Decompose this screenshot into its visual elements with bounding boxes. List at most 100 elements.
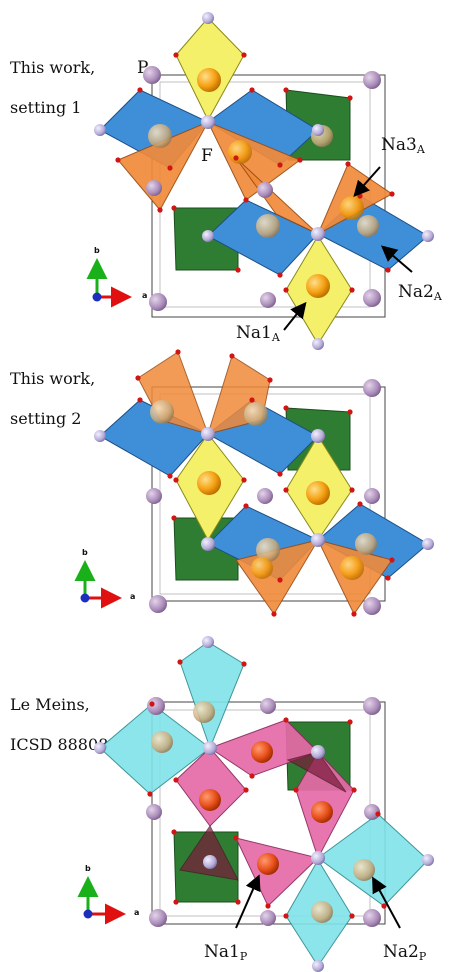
pink-tetrahedron — [179, 825, 239, 881]
f-atom — [94, 124, 106, 136]
axes-1 — [86, 258, 132, 308]
label-na3a-sub: A — [416, 143, 425, 156]
arrow-na1a — [283, 301, 307, 331]
na-atom — [228, 140, 252, 164]
cation-atom — [257, 488, 273, 504]
label-na2p-main: Na2 — [383, 942, 419, 962]
cation-atom — [149, 293, 167, 311]
axes-2 — [74, 560, 122, 609]
na-atom — [306, 481, 330, 505]
label-na1p-sub: P — [239, 950, 248, 963]
na-atom — [193, 701, 215, 723]
f-atom — [311, 429, 325, 443]
panel3-label-line2: ICSD 88808 — [10, 735, 109, 754]
panel2-label: This work, setting 2 — [10, 349, 95, 429]
na-atom — [306, 274, 330, 298]
f-atom — [201, 427, 215, 441]
axes-3 — [77, 876, 126, 925]
na-atom — [199, 789, 221, 811]
f-atom — [422, 854, 434, 866]
label-na1p-main: Na1 — [204, 942, 240, 962]
f-atom — [312, 960, 324, 972]
f-atom — [422, 230, 434, 242]
f-atom — [311, 227, 325, 241]
panel1-label-line2: setting 1 — [10, 98, 82, 117]
na-atom — [251, 741, 273, 763]
pink-tetrahedron — [235, 837, 320, 907]
cation-atom — [146, 804, 162, 820]
na-atom — [251, 557, 273, 579]
na-atom — [197, 471, 221, 495]
o-atoms — [115, 52, 395, 293]
f-atom — [202, 230, 214, 242]
f-atom — [311, 851, 325, 865]
f-atom — [94, 430, 106, 442]
orange-tetrahedron — [206, 121, 302, 201]
f-atom — [201, 537, 215, 551]
na-atom — [197, 68, 221, 92]
cation-atom — [260, 698, 276, 714]
arrow-na2p — [372, 876, 401, 929]
na-atom — [357, 215, 379, 237]
f-atom — [94, 742, 106, 754]
arrow-na1p — [235, 874, 261, 929]
na-atom — [340, 196, 364, 220]
label-na1p: Na1P — [204, 942, 247, 963]
f-atom — [202, 12, 214, 24]
label-p: P — [137, 58, 149, 78]
label-na3a: Na3A — [381, 135, 425, 156]
f-atom — [422, 538, 434, 550]
f-atom — [203, 741, 217, 755]
panel2-label-line2: setting 2 — [10, 409, 82, 428]
na-atom — [256, 214, 280, 238]
f-atom — [203, 855, 217, 869]
axis-b-label-3: b — [85, 864, 91, 873]
label-na1a-sub: A — [271, 331, 280, 344]
f-atom — [201, 115, 215, 129]
cation-atom — [149, 595, 167, 613]
label-na2p-sub: P — [418, 950, 427, 963]
cation-atom — [364, 488, 380, 504]
o-atoms — [135, 349, 395, 617]
cation-atom — [257, 182, 273, 198]
f-atom — [312, 338, 324, 350]
label-na2a: Na2A — [398, 282, 442, 303]
label-na3a-main: Na3 — [381, 135, 417, 155]
na-atom — [311, 901, 333, 923]
panel3-label: Le Meins, ICSD 88808 — [10, 675, 108, 755]
cation-atom — [364, 804, 380, 820]
cation-atom — [363, 379, 381, 397]
na-atom — [355, 533, 377, 555]
axis-b-label-2: b — [82, 548, 88, 557]
f-atom — [311, 745, 325, 759]
axis-a-label-3: a — [134, 908, 140, 917]
na-atom — [256, 538, 280, 562]
axis-b-label-1: b — [94, 246, 100, 255]
f-atom — [312, 124, 324, 136]
na-atom — [353, 859, 375, 881]
orange-tetrahedron — [235, 157, 319, 235]
label-na2a-main: Na2 — [398, 282, 434, 302]
pink-tetrahedron — [286, 751, 347, 793]
na-atom — [340, 556, 364, 580]
cation-atom — [363, 289, 381, 307]
cation-atom — [146, 488, 162, 504]
panel3-structure — [77, 636, 434, 972]
panel1-label: This work, setting 1 — [10, 38, 95, 118]
label-na2p: Na2P — [383, 942, 426, 963]
cation-atom — [363, 597, 381, 615]
cation-atom — [143, 66, 161, 84]
na-atom — [150, 400, 174, 424]
cation-atom — [149, 909, 167, 927]
axis-a-label-2: a — [130, 592, 136, 601]
panel2-label-line1: This work, — [10, 369, 96, 388]
f-atom — [311, 533, 325, 547]
na-atom — [151, 731, 173, 753]
label-na1a-main: Na1 — [236, 323, 272, 343]
cation-atom — [363, 909, 381, 927]
label-na1a: Na1A — [236, 323, 280, 344]
label-f: F — [201, 146, 213, 166]
f-atom — [202, 636, 214, 648]
panel1-structure — [86, 12, 434, 350]
